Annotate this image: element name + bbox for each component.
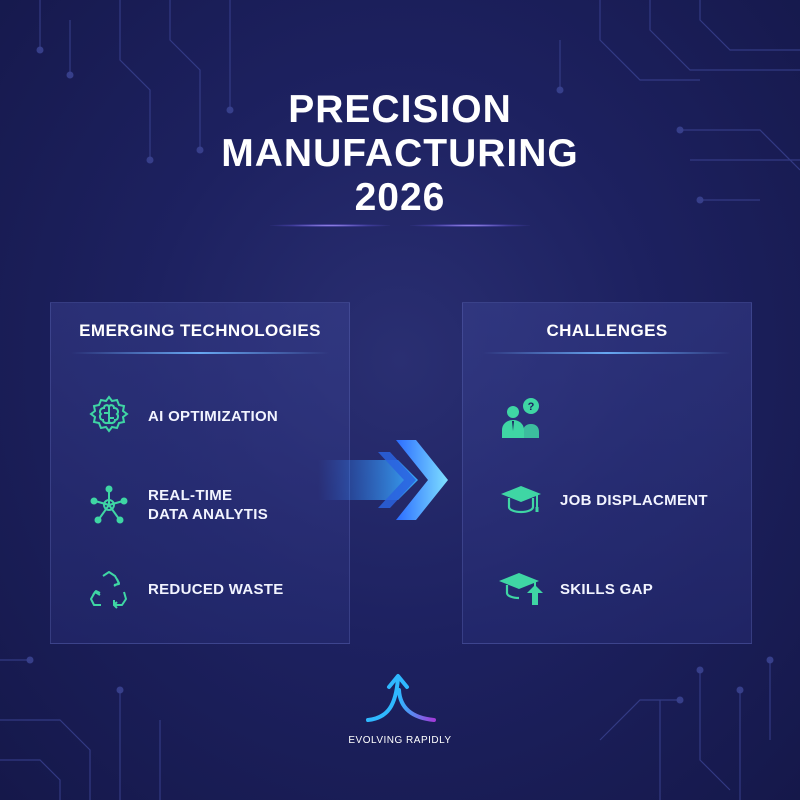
list-item-label: AI OPTIMIZATION	[148, 407, 279, 425]
title-line-3: 2026	[354, 176, 446, 219]
graduation-cap-icon	[501, 486, 541, 514]
list-item-skills-gap: SKILLS GAP	[499, 567, 653, 611]
page-title: PRECISION MANUFACTURING 2026	[0, 88, 800, 220]
challenges-panel: CHALLENGES ? JOB DISPLACMENT	[462, 302, 752, 644]
list-item-job-displacement: JOB DISPLACMENT	[499, 478, 708, 522]
panel-heading: CHALLENGES	[546, 321, 668, 340]
brain-gear-icon	[89, 395, 129, 433]
panel-divider	[71, 352, 329, 354]
title-line-1: PRECISION	[288, 88, 512, 131]
title-line-2: MANUFACTURING	[221, 132, 579, 175]
list-item-label: REAL-TIME DATA ANALYTIS	[148, 486, 268, 524]
logo-tagline: EVOLVING RAPIDLY	[348, 735, 452, 746]
graduation-cap-up-arrow-icon	[499, 573, 543, 605]
list-item-real-time-data-analytics: REAL-TIME DATA ANALYTIS	[87, 483, 268, 527]
list-item-reduced-waste: REDUCED WASTE	[87, 567, 284, 611]
network-hub-icon	[90, 485, 128, 524]
emerging-technologies-panel: EMERGING TECHNOLOGIES AI OPTIMIZATION	[50, 302, 350, 644]
list-item-label: REDUCED WASTE	[148, 580, 284, 598]
panel-heading: EMERGING TECHNOLOGIES	[79, 321, 321, 340]
label-line-1: REAL-TIME	[148, 487, 233, 504]
list-item-label: SKILLS GAP	[560, 580, 654, 598]
label-line-2: DATA ANALYTIS	[148, 506, 269, 523]
list-item-label: JOB DISPLACMENT	[560, 491, 708, 509]
panel-divider	[483, 352, 731, 354]
split-arrow-logo-icon	[366, 674, 436, 722]
title-glow-right	[410, 224, 530, 227]
recycle-icon	[90, 571, 127, 609]
transition-arrow-icon	[318, 440, 448, 520]
list-item-ai-optimization: AI OPTIMIZATION	[87, 394, 278, 438]
svg-text:?: ?	[528, 401, 535, 413]
list-item-worker-question: ?	[499, 396, 560, 440]
title-glow-left	[270, 224, 390, 227]
worker-question-icon: ?	[502, 398, 539, 438]
